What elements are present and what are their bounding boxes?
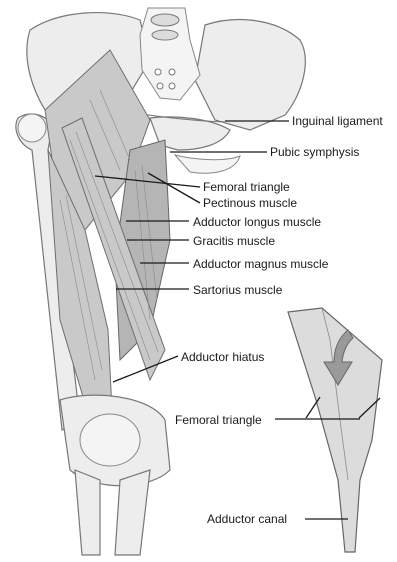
thigh-muscles-illustration [45,50,170,555]
label-sartorius: Sartorius muscle [193,283,283,297]
adductor-canal-inset [288,308,382,552]
label-adductor-magnus: Adductor magnus muscle [193,257,329,271]
label-gracitis: Gracitis muscle [193,234,275,248]
label-inguinal-ligament: Inguinal ligament [292,114,383,128]
label-pectinous-muscle: Pectinous muscle [203,196,297,210]
label-adductor-canal: Adductor canal [207,512,287,526]
label-pubic-symphysis: Pubic symphysis [270,145,359,159]
label-adductor-longus: Adductor longus muscle [193,215,321,229]
label-adductor-hiatus: Adductor hiatus [181,350,264,364]
label-femoral-triangle: Femoral triangle [203,180,290,194]
label-femoral-triangle-inset: Femoral triangle [175,413,262,427]
